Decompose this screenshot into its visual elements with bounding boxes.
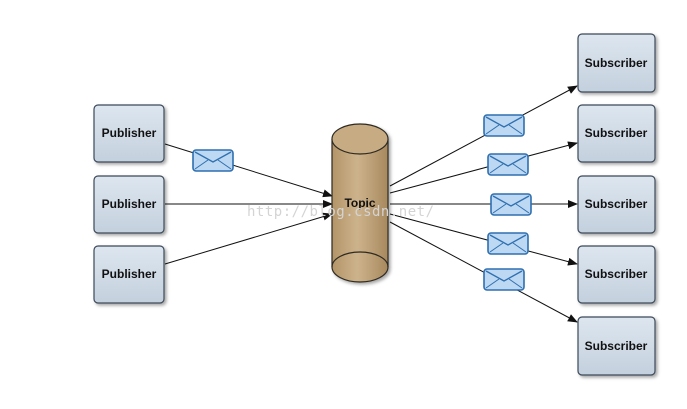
publisher-label: Publisher [102,197,157,211]
subscriber-label: Subscriber [585,339,648,353]
publisher-node-1: Publisher [93,104,165,163]
subscriber-node-1: Subscriber [577,33,656,93]
publisher-label: Publisher [102,126,157,140]
subscriber-label: Subscriber [585,197,648,211]
envelope-icon [483,114,525,137]
envelope-icon [487,232,529,255]
envelope-icon [490,193,532,216]
publisher-arrows [164,143,333,265]
topic-node [331,123,389,283]
subscriber-node-3: Subscriber [577,175,656,234]
subscriber-label: Subscriber [585,56,648,70]
envelope-icon [483,268,525,291]
arrow-topic-to-subscriber-2 [389,141,578,194]
subscriber-node-5: Subscriber [577,316,656,376]
arrow-topic-to-subscriber-1 [389,85,578,187]
envelope-icon [487,153,529,176]
subscriber-label: Subscriber [585,267,648,281]
publisher-label: Publisher [102,267,157,281]
subscriber-label: Subscriber [585,126,648,140]
topic-label: Topic [344,196,375,210]
publisher-node-3: Publisher [93,245,165,304]
subscriber-node-2: Subscriber [577,104,656,163]
arrow-topic-to-subscriber-4 [389,213,578,266]
arrow-publisher-1-to-topic [164,143,333,198]
envelope-icon [192,149,234,172]
publisher-node-2: Publisher [93,175,165,234]
arrow-publisher-3-to-topic [164,212,333,265]
subscriber-node-4: Subscriber [577,245,656,304]
